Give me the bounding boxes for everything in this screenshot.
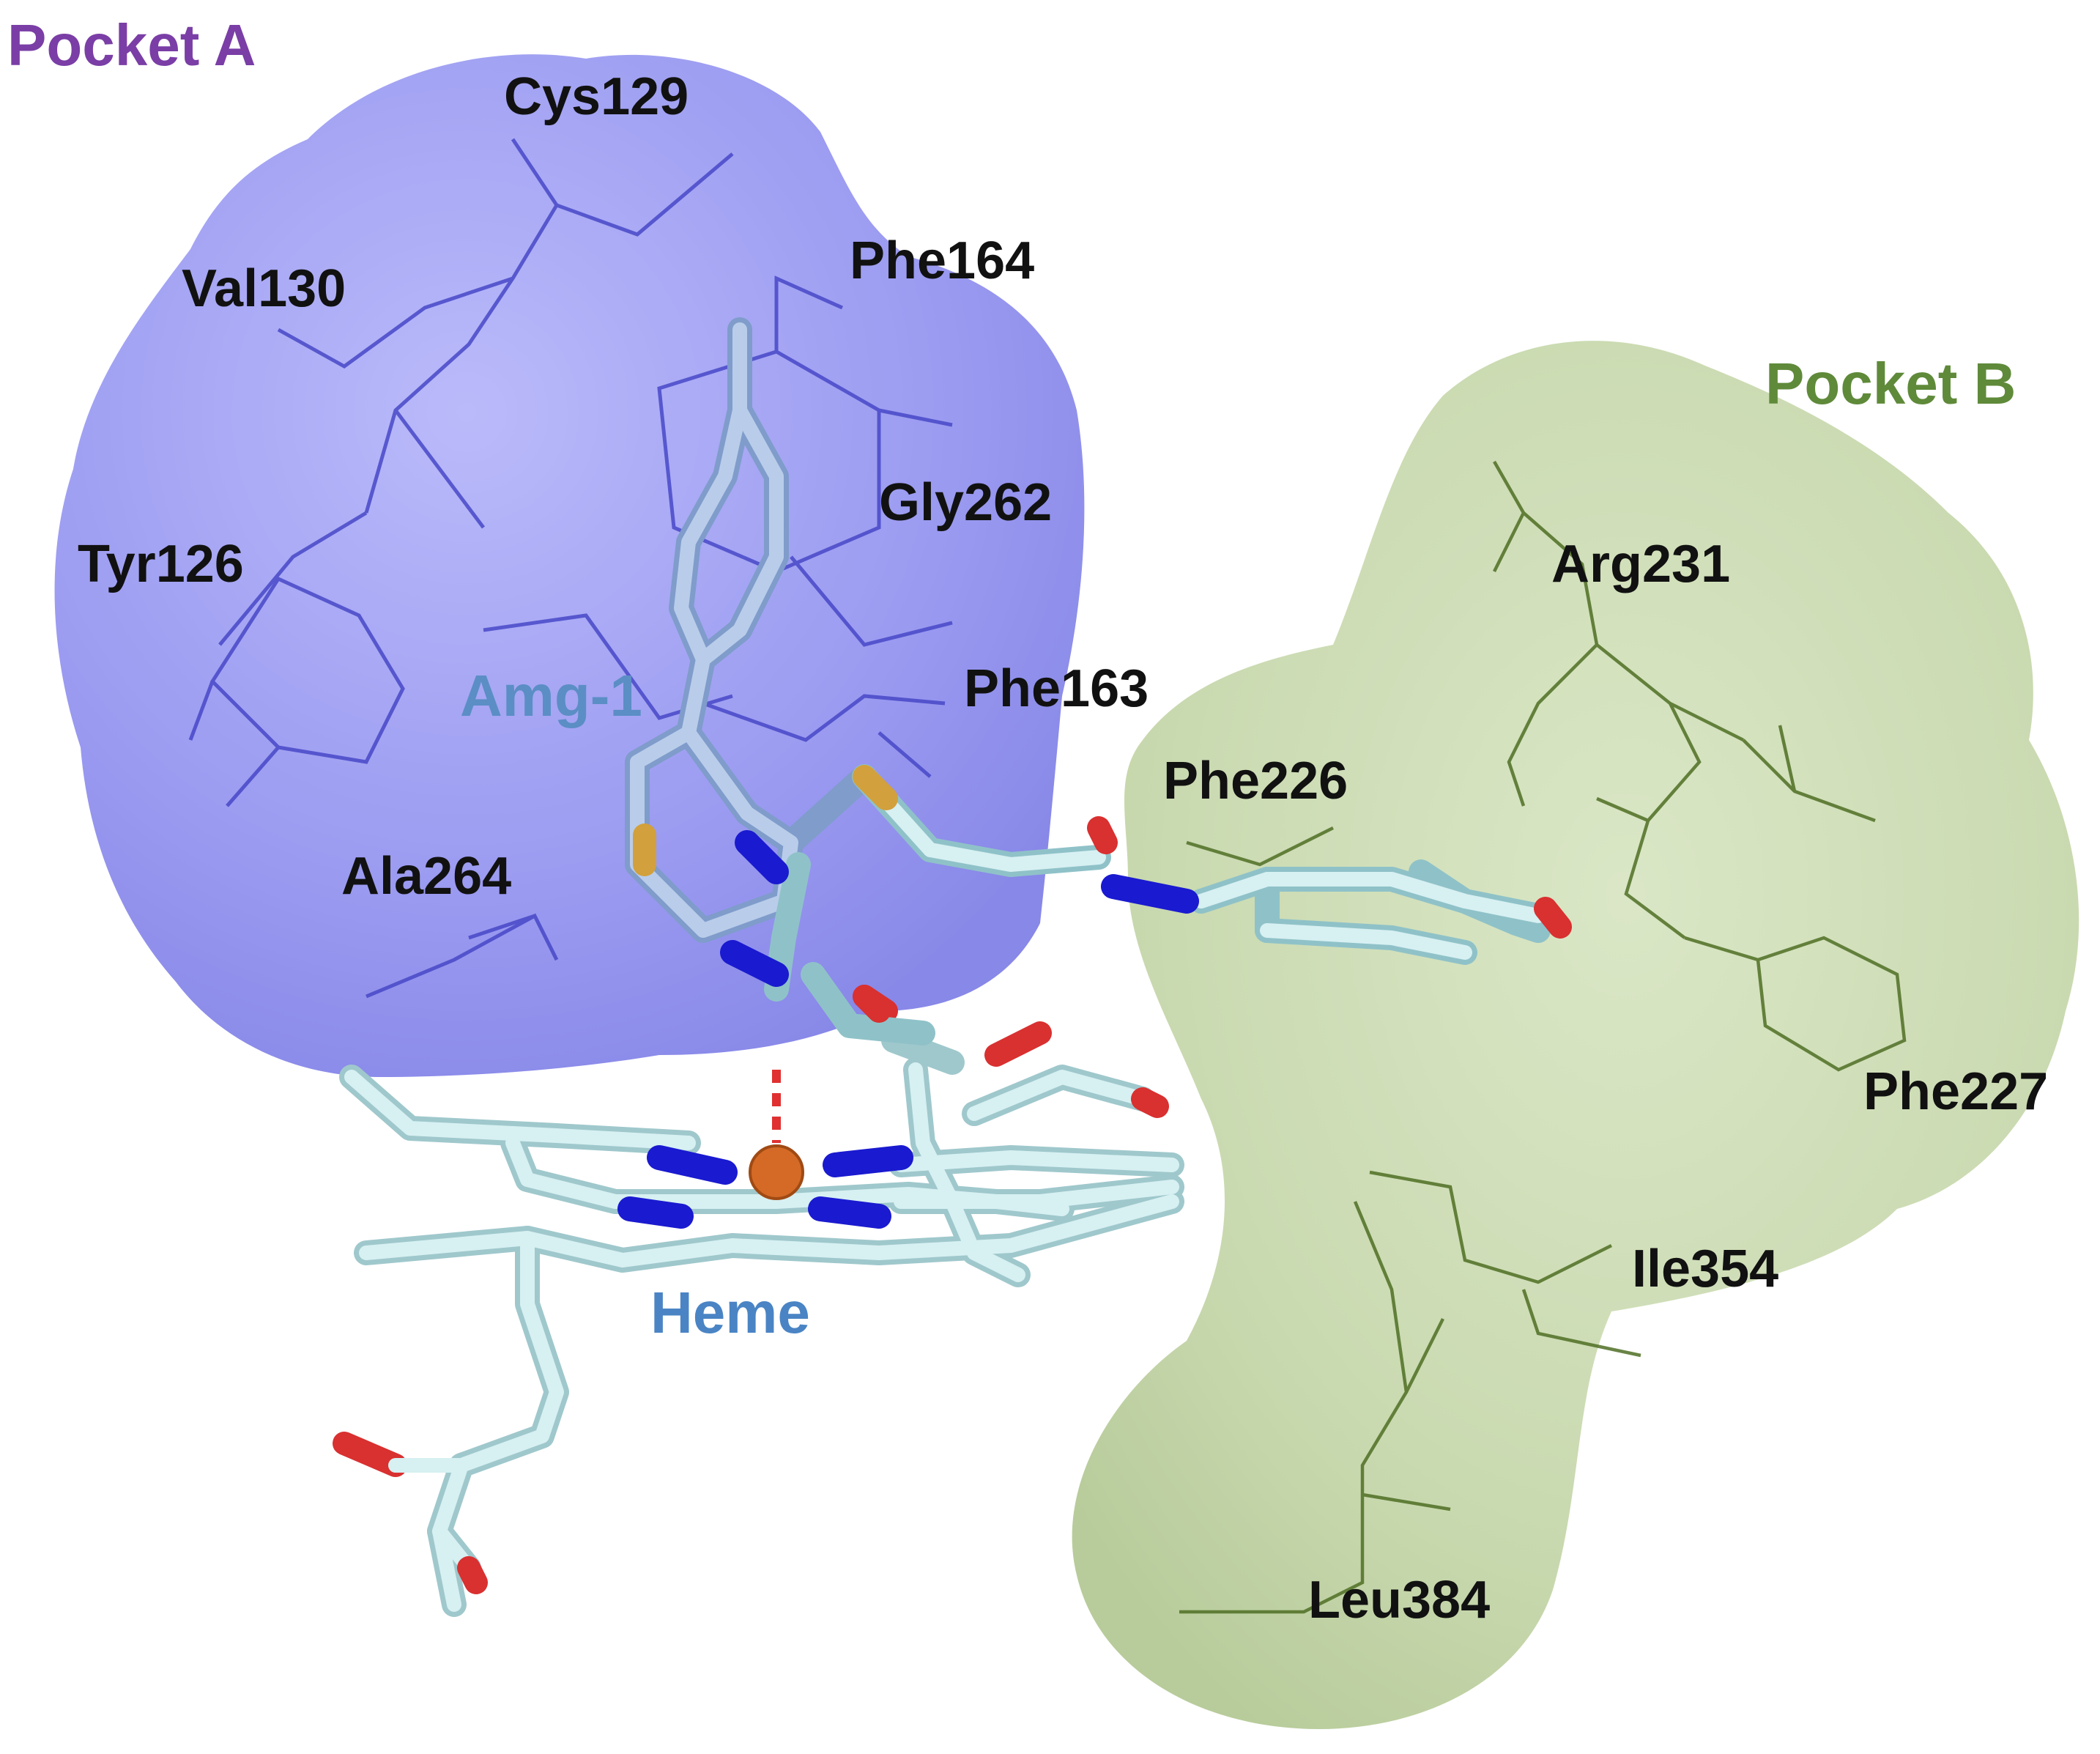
- pocket-b-label: Pocket B: [1765, 351, 2016, 416]
- residue-label-phe226: Phe226: [1163, 752, 1348, 810]
- residue-label-phe163: Phe163: [964, 659, 1149, 718]
- pocket-a-residue-sticks: [188, 138, 953, 999]
- residue-label-cys129: Cys129: [504, 67, 689, 126]
- residue-label-phe164: Phe164: [850, 232, 1035, 290]
- residue-label-ile354: Ile354: [1632, 1240, 1779, 1298]
- residue-label-gly262: Gly262: [879, 473, 1053, 532]
- pocket-a-label: Pocket A: [7, 12, 256, 78]
- residue-label-val130: Val130: [182, 259, 346, 318]
- amg-1-sticks: [625, 317, 1572, 1046]
- pocket-b-surface: [1072, 341, 2079, 1730]
- amg-1-label: Amg-1: [460, 663, 642, 728]
- residue-label-leu384: Leu384: [1308, 1571, 1491, 1629]
- residue-label-ala264: Ala264: [341, 847, 512, 906]
- heme-sticks: [333, 985, 1184, 1617]
- pocket-b-residue-sticks: [1179, 460, 1907, 1614]
- residue-label-arg231: Arg231: [1551, 535, 1731, 593]
- heme-label: Heme: [650, 1280, 810, 1345]
- residue-label-phe227: Phe227: [1863, 1062, 2049, 1121]
- iron-atom: [749, 1144, 804, 1200]
- residue-label-tyr126: Tyr126: [78, 535, 244, 593]
